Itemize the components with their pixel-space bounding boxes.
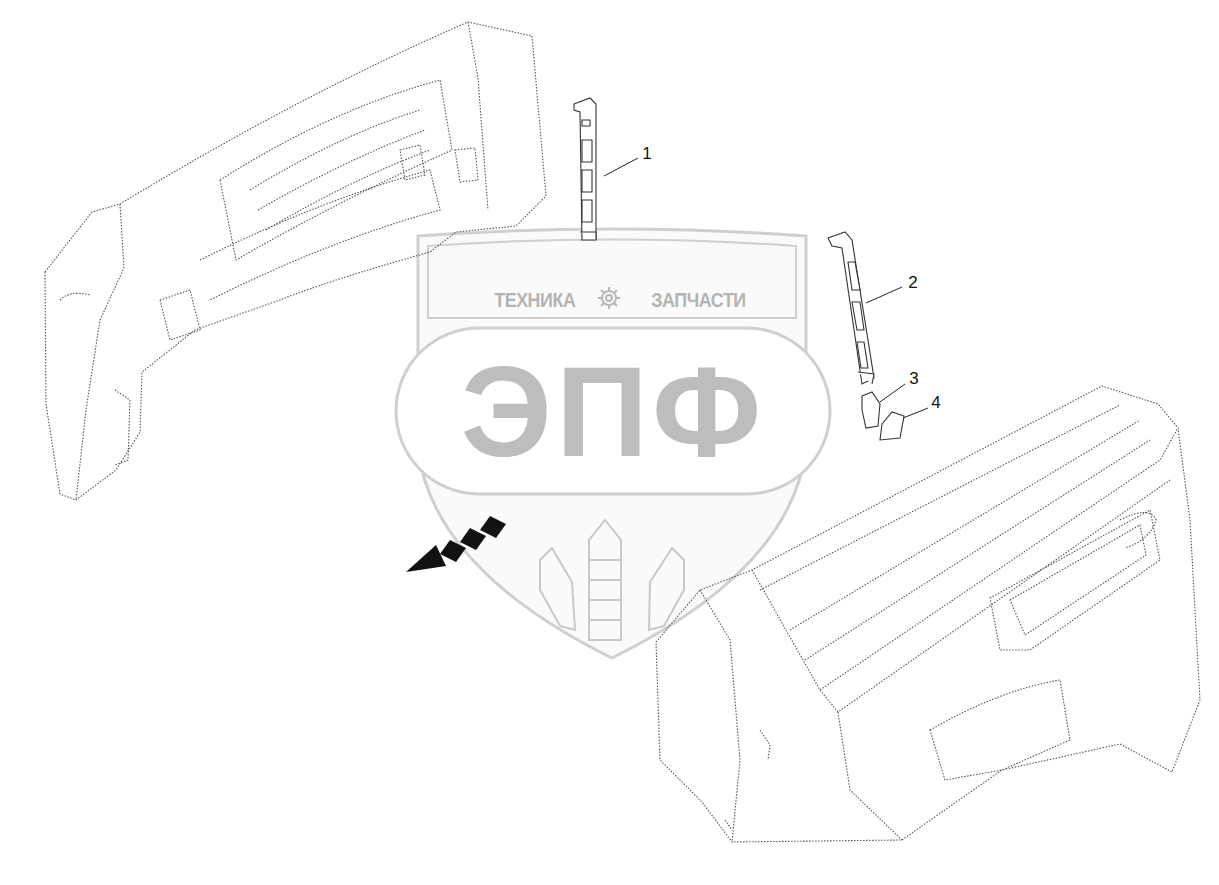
direction-arrow <box>406 516 506 572</box>
callout-number: 2 <box>908 274 917 291</box>
bracket-3 <box>862 392 880 428</box>
bracket-1 <box>574 98 596 240</box>
watermark-text: ЗАПЧАСТИ <box>651 289 745 310</box>
watermark-shield <box>396 229 830 658</box>
callout-number: 4 <box>931 394 940 411</box>
watermark-text: ТЕХНИКА <box>495 289 576 310</box>
bracket-2 <box>828 232 874 384</box>
bracket-4 <box>880 412 904 440</box>
callout-number: 3 <box>909 370 918 387</box>
callout-number: 1 <box>642 145 651 162</box>
watermark-logo: ЭПФ <box>461 348 765 476</box>
